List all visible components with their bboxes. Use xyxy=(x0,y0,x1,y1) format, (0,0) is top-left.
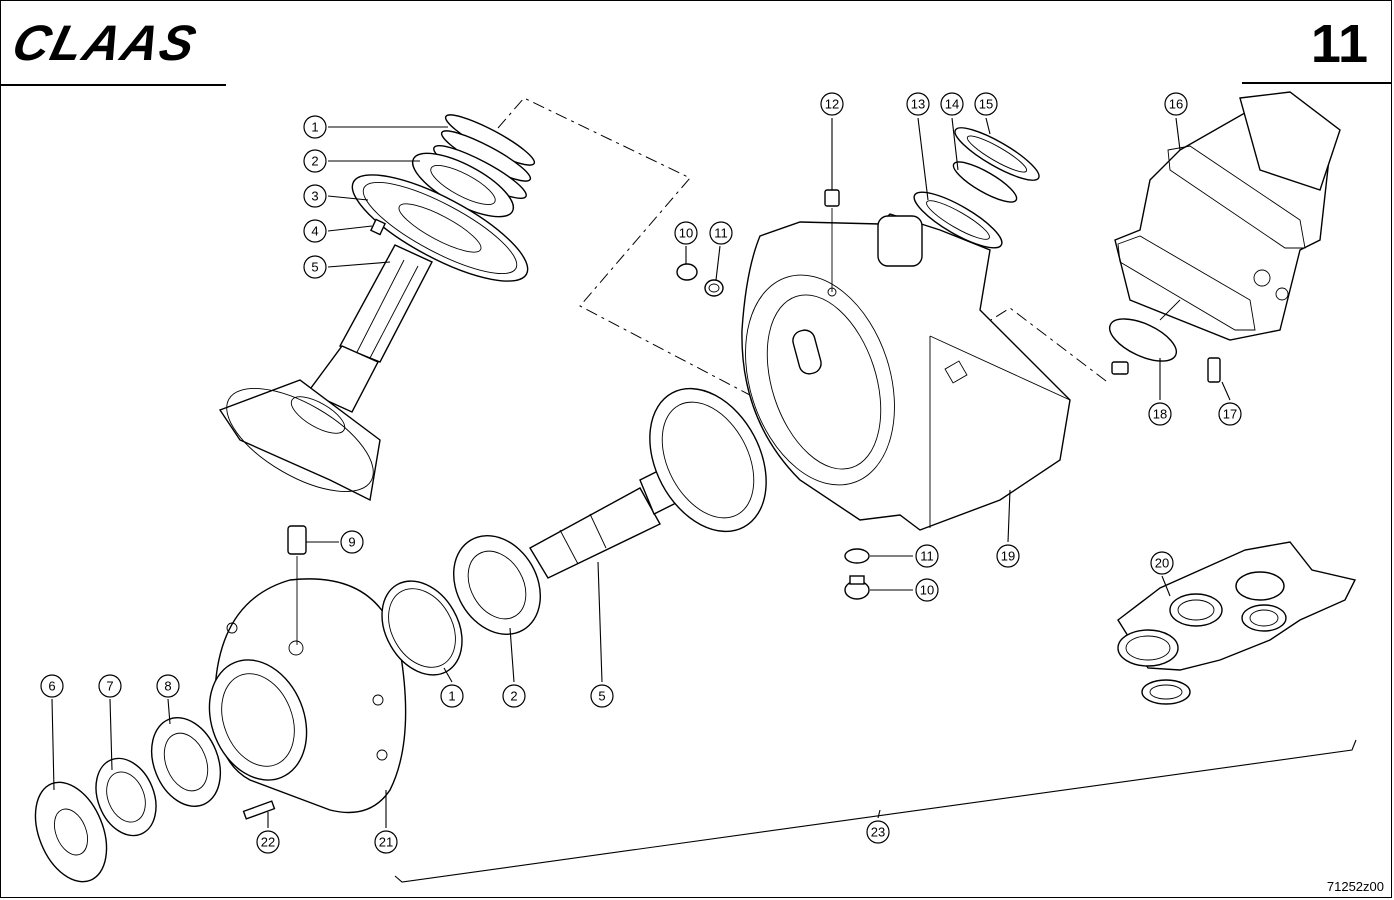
svg-text:18: 18 xyxy=(1153,407,1167,422)
callout-13: 13 xyxy=(906,92,930,116)
callout-12: 12 xyxy=(820,92,844,116)
svg-text:12: 12 xyxy=(825,97,839,112)
svg-text:2: 2 xyxy=(311,154,318,169)
callout-19: 19 xyxy=(996,544,1020,568)
seal-kit xyxy=(1117,541,1357,705)
svg-text:9: 9 xyxy=(348,535,355,550)
svg-text:19: 19 xyxy=(1001,549,1015,564)
callout-15: 15 xyxy=(974,92,998,116)
gearbox-housing xyxy=(741,213,1071,531)
svg-text:20: 20 xyxy=(1155,556,1169,571)
svg-text:2: 2 xyxy=(510,689,517,704)
callout-6: 6 xyxy=(40,674,64,698)
drawing-id: 71252z00 xyxy=(1326,879,1384,894)
svg-text:5: 5 xyxy=(311,260,318,275)
svg-text:14: 14 xyxy=(945,97,959,112)
callout-23: 23 xyxy=(866,820,890,844)
svg-text:3: 3 xyxy=(311,189,318,204)
callout-2: 2 xyxy=(303,149,327,173)
upper-shaft-group xyxy=(218,114,536,502)
svg-text:17: 17 xyxy=(1223,407,1237,422)
callout-5: 5 xyxy=(303,255,327,279)
svg-text:16: 16 xyxy=(1169,97,1183,112)
bearing-housing xyxy=(208,525,407,820)
svg-text:13: 13 xyxy=(911,97,925,112)
svg-text:10: 10 xyxy=(920,583,934,598)
svg-text:6: 6 xyxy=(48,679,55,694)
callout-1: 1 xyxy=(303,115,327,139)
svg-text:1: 1 xyxy=(448,689,455,704)
top-bearing-group xyxy=(824,127,1040,292)
svg-text:5: 5 xyxy=(598,689,605,704)
callout-17: 17 xyxy=(1218,402,1242,426)
callout-10-top: 10 xyxy=(674,221,698,245)
callout-11-bottom: 11 xyxy=(915,544,939,568)
callout-7: 7 xyxy=(98,674,122,698)
svg-text:21: 21 xyxy=(379,835,393,850)
callout-3: 3 xyxy=(303,184,327,208)
svg-text:8: 8 xyxy=(164,679,171,694)
leader-lines xyxy=(51,117,1231,828)
svg-text:11: 11 xyxy=(714,226,728,241)
lower-seal-group xyxy=(34,716,222,883)
callout-2-lower: 2 xyxy=(502,684,526,708)
callout-22: 22 xyxy=(256,830,280,854)
callout-14: 14 xyxy=(940,92,964,116)
callout-21: 21 xyxy=(374,830,398,854)
callout-4: 4 xyxy=(303,219,327,243)
assembly-lines xyxy=(497,97,1111,417)
callout-8: 8 xyxy=(156,674,180,698)
svg-text:23: 23 xyxy=(871,825,885,840)
header-rule-left xyxy=(0,84,226,86)
svg-text:22: 22 xyxy=(261,835,275,850)
svg-text:1: 1 xyxy=(311,120,318,135)
pinion-shaft-group xyxy=(381,387,767,676)
callout-16: 16 xyxy=(1164,92,1188,116)
svg-text:4: 4 xyxy=(311,224,318,239)
callout-5-lower: 5 xyxy=(590,684,614,708)
svg-text:11: 11 xyxy=(920,549,934,564)
callout-10-bottom: 10 xyxy=(915,578,939,602)
callout-9: 9 xyxy=(340,530,364,554)
svg-text:15: 15 xyxy=(979,97,993,112)
callout-18: 18 xyxy=(1148,402,1172,426)
svg-text:10: 10 xyxy=(679,226,693,241)
callout-20: 20 xyxy=(1150,551,1174,575)
page-number: 11 xyxy=(1310,14,1368,74)
plugs-and-washers xyxy=(676,263,870,600)
svg-text:7: 7 xyxy=(106,679,113,694)
callout-1-lower: 1 xyxy=(440,684,464,708)
header-rule-right xyxy=(1242,82,1392,84)
bracket-23 xyxy=(394,739,1357,883)
callout-11-top: 11 xyxy=(709,221,733,245)
hydraulic-motor-group xyxy=(1108,91,1341,383)
